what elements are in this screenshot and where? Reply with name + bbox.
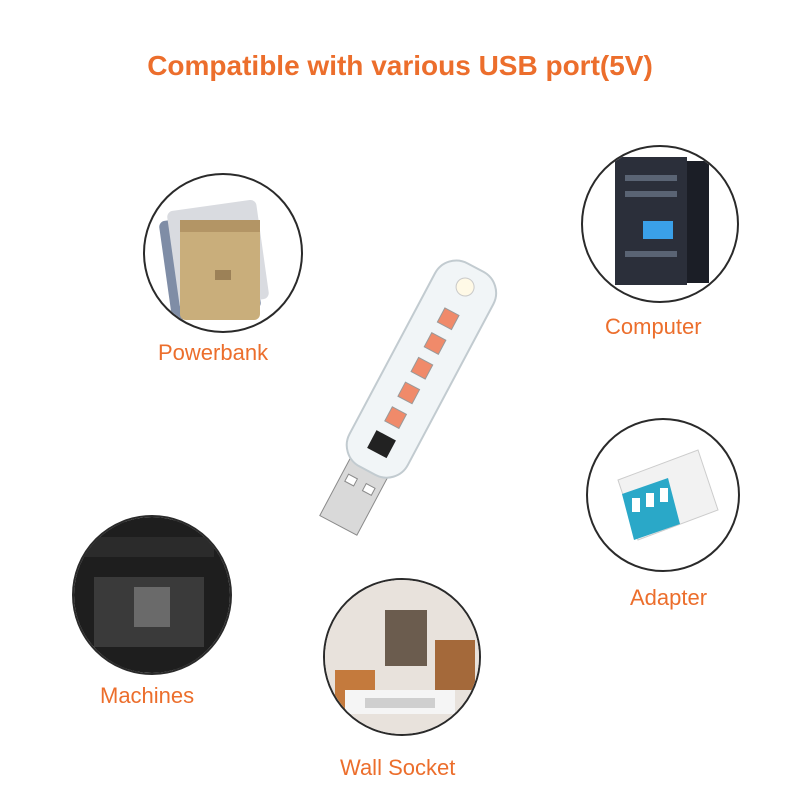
powerbank-label: Powerbank: [158, 340, 269, 365]
adapter-photo: [586, 418, 740, 572]
machines-photo: [72, 515, 232, 675]
machines-label: Machines: [100, 683, 195, 708]
headline: Compatible with various USB port(5V): [147, 50, 653, 81]
adapter-label: Adapter: [630, 585, 708, 610]
powerbank-photo: [143, 173, 303, 333]
computer-photo: [581, 145, 739, 303]
wall-socket-label: Wall Socket: [340, 755, 456, 780]
computer-label: Computer: [605, 314, 702, 339]
wall-socket-photo: [323, 578, 481, 736]
